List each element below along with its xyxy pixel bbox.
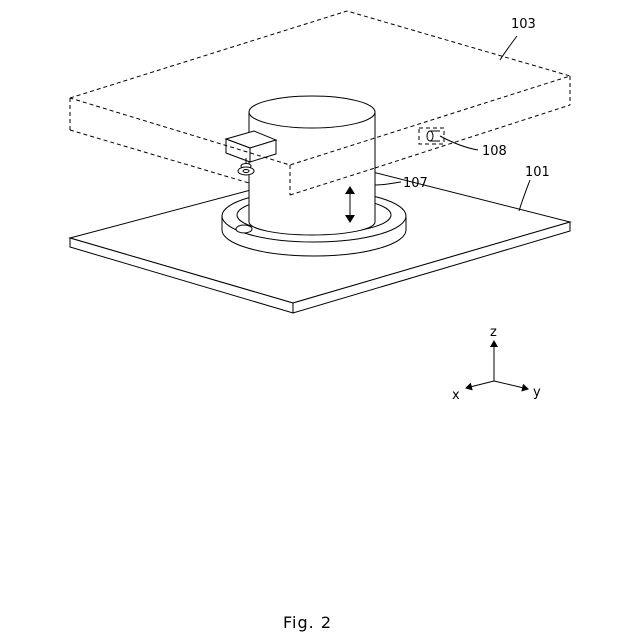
axis-label-x: x [452, 388, 460, 403]
axis-triad [466, 341, 528, 389]
label-101: 101 [525, 165, 550, 180]
leader-101 [519, 180, 530, 211]
leader-103 [500, 36, 517, 60]
cylinder-107 [249, 96, 375, 235]
ring-hole [236, 225, 252, 233]
label-108: 108 [482, 144, 507, 159]
leader-108 [440, 136, 478, 150]
label-103: 103 [511, 17, 536, 32]
axis-label-y: y [533, 385, 541, 400]
axis-label-z: z [490, 325, 497, 340]
label-107: 107 [403, 176, 428, 191]
figure-caption: Fig. 2 [283, 613, 332, 632]
